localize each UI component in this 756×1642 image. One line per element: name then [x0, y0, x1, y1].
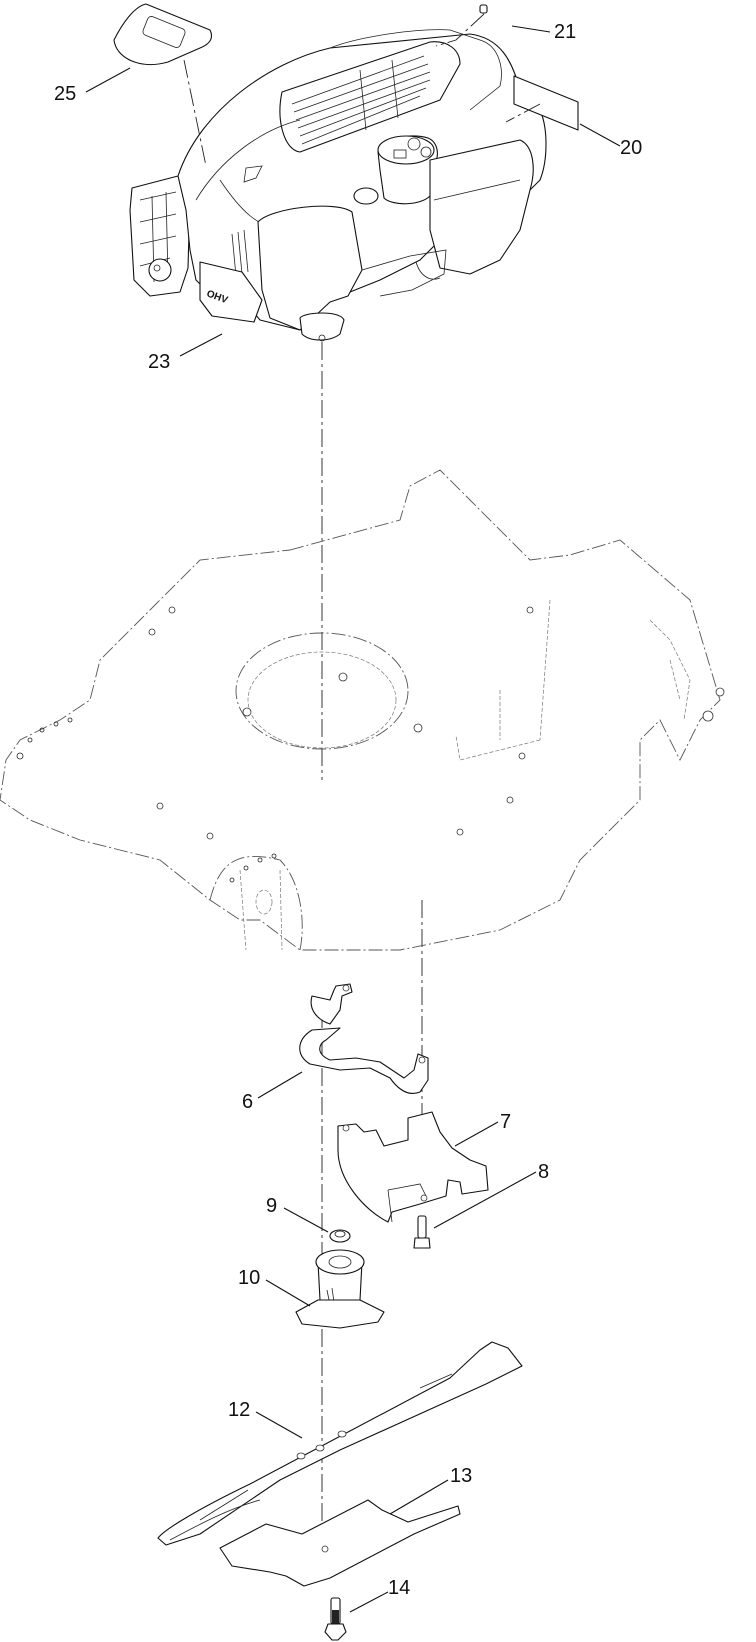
ohv-plate	[199, 261, 263, 323]
part-7-shield	[337, 1111, 489, 1223]
part-10-adapter	[295, 1249, 385, 1329]
callout-9: 9	[266, 1195, 278, 1217]
callout-13: 13	[450, 1465, 473, 1487]
leader-lines	[85, 25, 621, 1613]
callout-8: 8	[538, 1161, 550, 1183]
callout-25: 25	[54, 83, 77, 105]
part-8-bolt	[413, 1215, 431, 1249]
callout-10: 10	[238, 1267, 261, 1289]
part-12-blade	[157, 1341, 523, 1546]
part-6-bracket	[299, 983, 429, 1095]
part-13-mulch-plate	[219, 1499, 461, 1587]
mower-deck	[0, 469, 725, 951]
callout-20: 20	[620, 137, 643, 159]
callout-14: 14	[388, 1577, 411, 1599]
part-25-decal	[113, 3, 213, 167]
part-20-decal	[505, 75, 579, 131]
callout-6: 6	[242, 1091, 254, 1113]
callout-23: 23	[148, 351, 171, 373]
callout-7: 7	[500, 1111, 512, 1133]
callout-21: 21	[554, 21, 577, 43]
part-14-blade-bolt	[324, 1597, 347, 1641]
part-21-fastener	[435, 4, 488, 47]
part-9-washer	[329, 1229, 351, 1243]
engine-assembly: OHV	[129, 29, 547, 342]
callout-12: 12	[228, 1399, 251, 1421]
